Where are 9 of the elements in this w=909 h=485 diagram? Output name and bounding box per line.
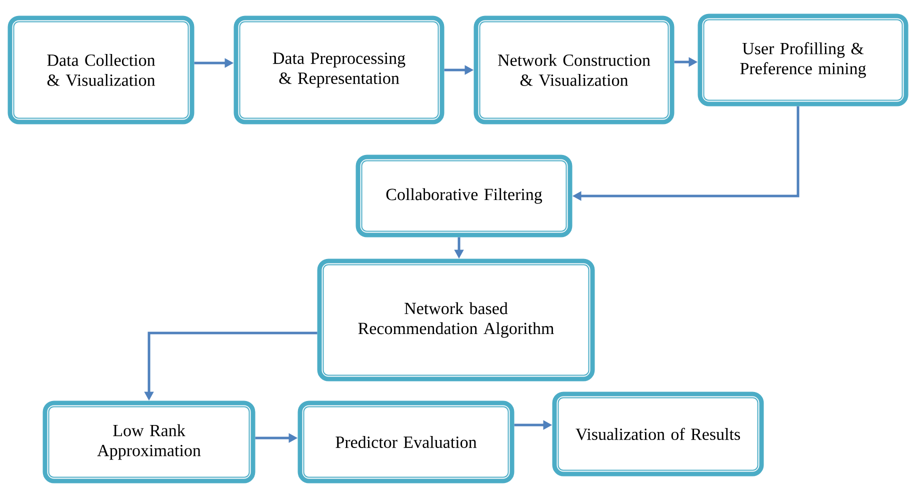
process-box: Collaborative Filtering xyxy=(356,154,572,238)
process-box: Low Rank Approximation xyxy=(42,400,256,484)
process-box: Predictor Evaluation xyxy=(298,400,514,484)
process-box: Network Construction & Visualization xyxy=(474,16,674,124)
process-box: Data Preprocessing & Representation xyxy=(234,16,444,124)
process-box: User Profilling & Preference mining xyxy=(698,14,908,106)
process-box: Network based Recommendation Algorithm xyxy=(317,258,595,382)
process-box: Data Collection & Visualization xyxy=(8,16,194,124)
process-box: Visualization of Results xyxy=(552,392,764,476)
